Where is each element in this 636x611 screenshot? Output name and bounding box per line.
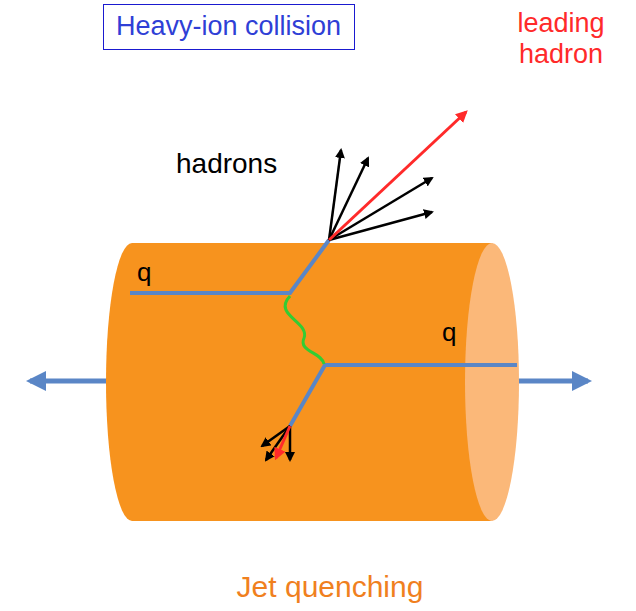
leading-hadron-arrow — [276, 426, 290, 458]
beam-arrow — [30, 379, 108, 384]
quark-label: q — [442, 318, 472, 348]
figure-caption: Jet quenching — [120, 570, 540, 605]
leading-hadron-label: leading hadron — [488, 8, 634, 70]
quark-label: q — [137, 258, 167, 288]
leading-hadron-arrow — [329, 112, 466, 240]
quark-line — [290, 365, 517, 426]
hadron-arrow — [329, 178, 432, 240]
hadrons-label: hadrons — [176, 148, 326, 180]
hadron-arrow — [266, 426, 290, 460]
quark-line — [130, 240, 329, 293]
box-title-text: Heavy-ion collision — [116, 11, 342, 42]
title-box: Heavy-ion collision — [103, 4, 355, 50]
beam-arrow — [515, 379, 588, 384]
cylinder-end-face — [465, 243, 519, 521]
medium-cylinder — [106, 243, 518, 521]
gluon-line — [285, 296, 324, 364]
